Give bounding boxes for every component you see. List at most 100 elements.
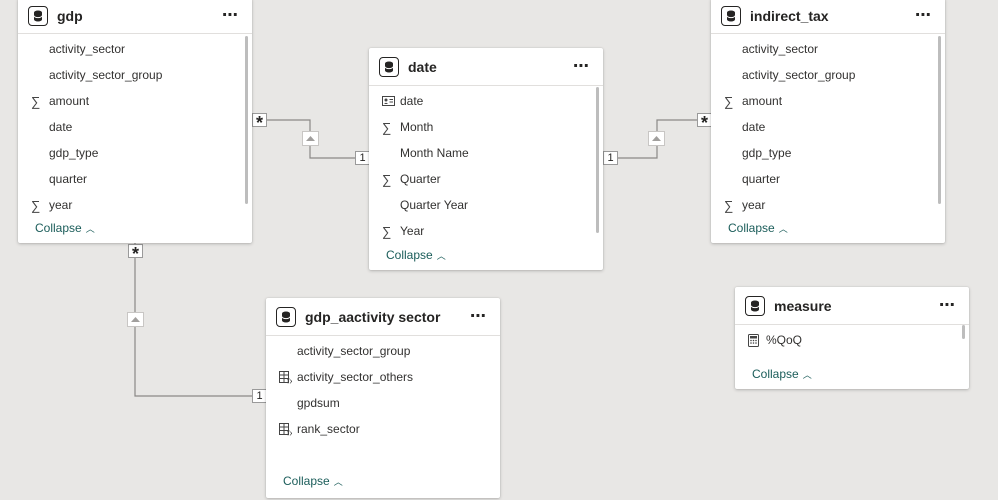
field-item[interactable]: date: [711, 114, 945, 140]
calculated-column-icon: fx: [266, 422, 297, 436]
table-header[interactable]: measure ⋯: [735, 287, 969, 325]
field-item[interactable]: Month Name: [369, 140, 603, 166]
field-item[interactable]: Quarter Year: [369, 192, 603, 218]
table-header[interactable]: indirect_tax ⋯: [711, 0, 945, 34]
field-item[interactable]: date: [18, 114, 252, 140]
chevron-up-icon: ︿: [778, 223, 788, 234]
collapse-label: Collapse: [283, 474, 330, 488]
id-card-icon: [369, 96, 400, 106]
table-title: indirect_tax: [750, 7, 829, 24]
field-name: activity_sector_others: [297, 370, 414, 384]
table-header[interactable]: gdp_aactivity sector ⋯: [266, 298, 500, 336]
chevron-up-icon: ︿: [802, 369, 812, 380]
chevron-up-icon: ︿: [333, 476, 343, 487]
table-title: measure: [774, 297, 832, 314]
gdp-sector-line[interactable]: [134, 243, 266, 397]
field-list: activity_sector_group fx activity_sector_…: [266, 336, 500, 442]
more-options-icon[interactable]: ⋯: [939, 296, 955, 314]
field-name: activity_sector_group: [297, 344, 411, 358]
scrollbar[interactable]: [245, 36, 248, 204]
more-options-icon[interactable]: ⋯: [470, 307, 486, 325]
field-item[interactable]: gpdsum: [266, 390, 500, 416]
field-list: %QoQ: [735, 325, 969, 353]
filter-direction-icon: [302, 131, 319, 146]
field-name: Quarter Year: [400, 198, 469, 212]
collapse-button[interactable]: Collapse︿: [386, 248, 446, 262]
more-options-icon[interactable]: ⋯: [573, 57, 589, 75]
collapse-button[interactable]: Collapse︿: [283, 474, 343, 488]
field-name: amount: [49, 94, 90, 108]
field-item[interactable]: ∑year: [711, 192, 945, 218]
field-item[interactable]: ∑ year: [18, 192, 252, 218]
sum-icon: ∑: [31, 197, 41, 213]
collapse-label: Collapse: [35, 221, 82, 235]
field-item[interactable]: quarter: [711, 166, 945, 192]
table-header[interactable]: date ⋯: [369, 48, 603, 86]
field-item[interactable]: activity_sector: [711, 36, 945, 62]
field-item[interactable]: activity_sector_group: [18, 62, 252, 88]
table-header[interactable]: gdp ⋯: [18, 0, 252, 34]
field-name: activity_sector: [49, 42, 126, 56]
table-card-date[interactable]: date ⋯ date ∑Month Month Name ∑ Quarter Q…: [369, 48, 603, 270]
more-options-icon[interactable]: ⋯: [915, 6, 931, 24]
table-title: gdp_aactivity sector: [305, 308, 441, 325]
sum-icon: ∑: [382, 171, 392, 187]
field-item[interactable]: ∑ Year: [369, 218, 603, 244]
table-title: date: [408, 58, 437, 75]
field-name: date: [400, 94, 424, 108]
database-icon: [276, 306, 296, 327]
field-item[interactable]: ∑ Quarter: [369, 166, 603, 192]
table-card-indirect-tax[interactable]: indirect_tax ⋯ activity_sector activity_…: [711, 0, 945, 243]
collapse-label: Collapse: [728, 221, 775, 235]
cardinality-one-label: 1: [603, 151, 618, 165]
field-item[interactable]: activity_sector_group: [266, 338, 500, 364]
field-item[interactable]: ∑ amount: [18, 88, 252, 114]
field-item[interactable]: gdp_type: [18, 140, 252, 166]
field-list: activity_sector activity_sector_group ∑ a…: [18, 34, 252, 216]
field-item[interactable]: date: [369, 88, 603, 114]
database-icon: [745, 295, 765, 316]
field-name: Year: [400, 224, 425, 238]
database-icon: [721, 5, 741, 26]
field-name: Month Name: [400, 146, 469, 160]
field-item[interactable]: activity_sector: [18, 36, 252, 62]
scrollbar[interactable]: [938, 36, 941, 204]
field-name: Quarter: [400, 172, 441, 186]
cardinality-many-label: *: [128, 244, 143, 263]
field-item[interactable]: ∑amount: [711, 88, 945, 114]
field-item[interactable]: ∑Month: [369, 114, 603, 140]
table-card-gdp[interactable]: gdp ⋯ activity_sector activity_sector_gr…: [18, 0, 252, 243]
field-name: year: [49, 198, 73, 212]
field-item[interactable]: gdp_type: [711, 140, 945, 166]
collapse-label: Collapse: [386, 248, 433, 262]
field-item[interactable]: activity_sector_group: [711, 62, 945, 88]
database-icon: [28, 5, 48, 26]
collapse-button[interactable]: Collapse︿: [728, 221, 788, 235]
field-name: activity_sector: [742, 42, 819, 56]
collapse-button[interactable]: Collapse︿: [752, 367, 812, 381]
collapse-label: Collapse: [752, 367, 799, 381]
database-icon: [379, 56, 399, 77]
table-card-measure[interactable]: measure ⋯ %QoQ Collapse︿: [735, 287, 969, 389]
field-item[interactable]: quarter: [18, 166, 252, 192]
sum-icon: ∑: [724, 93, 734, 109]
sum-icon: ∑: [382, 223, 392, 239]
scrollbar[interactable]: [962, 325, 965, 339]
collapse-button[interactable]: Collapse︿: [35, 221, 95, 235]
field-item[interactable]: %QoQ: [735, 327, 969, 353]
sum-icon: ∑: [724, 197, 734, 213]
cardinality-many-label: *: [697, 113, 712, 132]
sum-icon: ∑: [31, 93, 41, 109]
more-options-icon[interactable]: ⋯: [222, 6, 238, 24]
field-list: date ∑Month Month Name ∑ Quarter Quarter …: [369, 86, 603, 244]
table-card-gdp-aactivity-sector[interactable]: gdp_aactivity sector ⋯ activity_sector_g…: [266, 298, 500, 498]
svg-text:fx: fx: [287, 429, 292, 436]
svg-text:fx: fx: [287, 377, 292, 384]
scrollbar[interactable]: [596, 87, 599, 233]
field-item[interactable]: fx activity_sector_others: [266, 364, 500, 390]
field-list: activity_sector activity_sector_group ∑a…: [711, 34, 945, 216]
sum-icon: ∑: [382, 119, 392, 135]
field-name: activity_sector_group: [742, 68, 856, 82]
